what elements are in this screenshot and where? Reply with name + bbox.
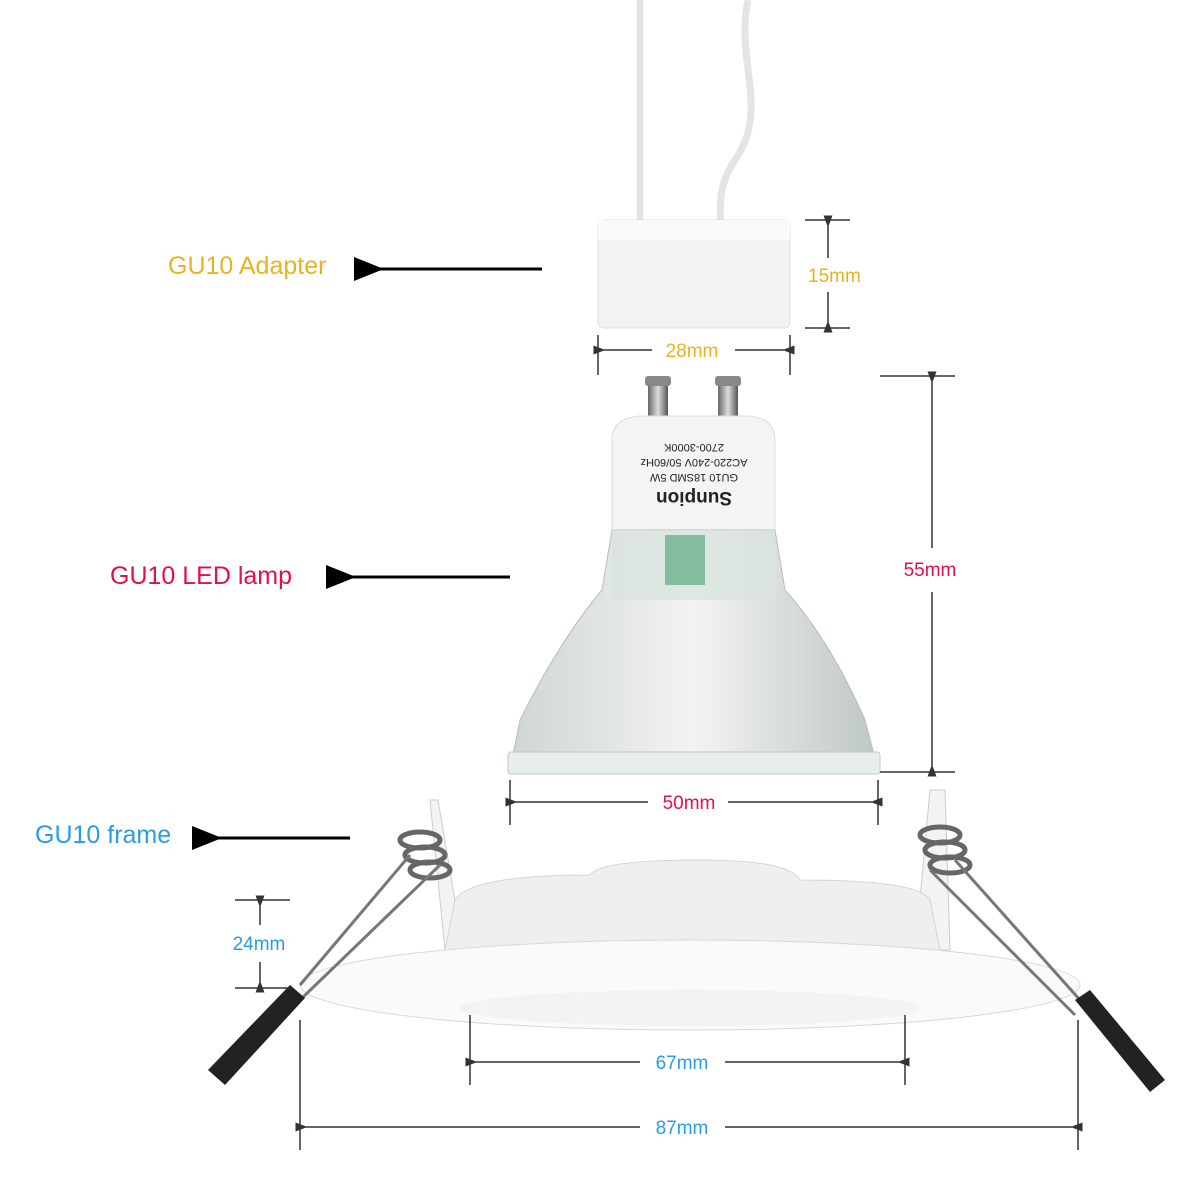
label-frame: GU10 frame — [35, 821, 171, 849]
lamp-model: GU10 18SMD 5W — [649, 471, 738, 483]
lamp-cct: 2700-3000K — [663, 441, 724, 453]
label-lamp: GU10 LED lamp — [110, 562, 292, 590]
gu10-led-lamp: Sunpion GU10 18SMD 5W AC220-240V 50/60Hz… — [507, 376, 881, 775]
dim-adapter-height: 15mm — [808, 266, 861, 287]
spring-right — [917, 824, 1165, 1092]
dimension-lines — [235, 215, 1083, 1150]
wires — [636, 0, 755, 226]
dim-frame-inner: 67mm — [656, 1053, 709, 1074]
dim-lamp-height: 55mm — [904, 560, 957, 581]
dim-adapter-width: 28mm — [666, 341, 719, 362]
label-adapter: GU10 Adapter — [168, 252, 326, 280]
lamp-print: Sunpion GU10 18SMD 5W AC220-240V 50/60Hz… — [640, 441, 747, 508]
spring-left — [208, 829, 453, 1085]
dim-frame-outer: 87mm — [656, 1118, 709, 1139]
gu10-adapter — [597, 219, 791, 329]
lamp-brand: Sunpion — [656, 487, 732, 508]
lamp-voltage: AC220-240V 50/60Hz — [640, 456, 747, 468]
gu10-frame — [208, 789, 1165, 1092]
dim-lamp-width: 50mm — [663, 793, 716, 814]
dim-frame-height: 24mm — [233, 934, 286, 955]
